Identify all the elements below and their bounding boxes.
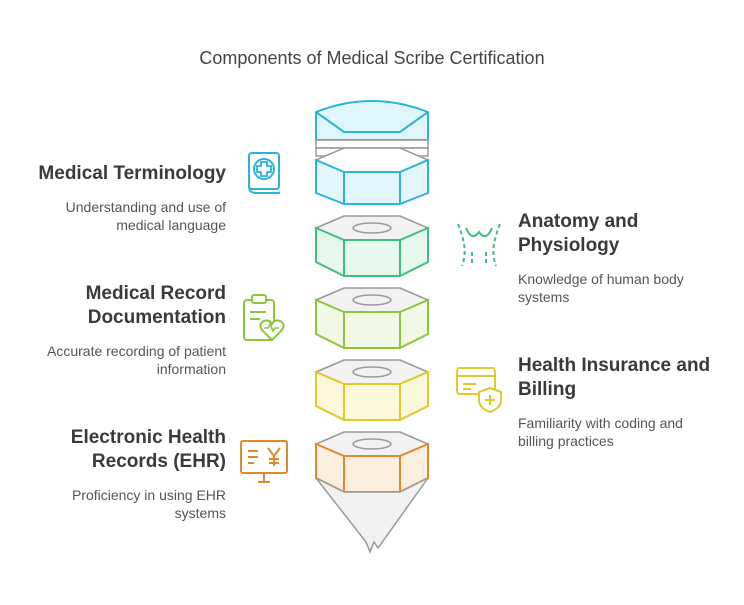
heading-line: Physiology xyxy=(518,234,638,258)
desc-line: Proficiency in using EHR xyxy=(72,486,226,504)
heading-line: Records (EHR) xyxy=(71,450,226,474)
desc-line: systems xyxy=(72,504,226,522)
desc-line: systems xyxy=(518,288,684,306)
heading-line: Anatomy and xyxy=(518,210,638,234)
segment-anatomy-physiology xyxy=(316,216,428,276)
desc-line: Understanding and use of xyxy=(66,198,226,216)
heading-medical-terminology: Medical Terminology xyxy=(38,162,226,186)
desc-line: Familiarity with coding and xyxy=(518,414,683,432)
desc-line: billing practices xyxy=(518,432,683,450)
clipboard-heart-icon xyxy=(240,292,290,344)
heading-line: Medical Record xyxy=(86,282,226,306)
desc-line: Knowledge of human body xyxy=(518,270,684,288)
heading-health-insurance: Health Insurance and Billing xyxy=(518,354,710,402)
heading-line: Billing xyxy=(518,378,710,402)
heading-medical-record: Medical Record Documentation xyxy=(86,282,226,330)
heading-line: Medical Terminology xyxy=(38,162,226,186)
medical-book-icon xyxy=(246,150,284,196)
desc-line: Accurate recording of patient xyxy=(47,342,226,360)
desc-line: information xyxy=(47,360,226,378)
ehr-monitor-icon xyxy=(238,438,290,486)
desc-line: medical language xyxy=(66,216,226,234)
desc-health-insurance: Familiarity with coding and billing prac… xyxy=(518,414,683,450)
heading-line: Health Insurance and xyxy=(518,354,710,378)
heading-ehr: Electronic Health Records (EHR) xyxy=(71,426,226,474)
heading-line: Documentation xyxy=(86,306,226,330)
segment-medical-terminology xyxy=(316,148,428,204)
desc-ehr: Proficiency in using EHR systems xyxy=(72,486,226,522)
desc-medical-terminology: Understanding and use of medical languag… xyxy=(66,198,226,234)
segment-medical-record xyxy=(316,288,428,348)
human-torso-icon xyxy=(454,220,504,270)
desc-anatomy-physiology: Knowledge of human body systems xyxy=(518,270,684,306)
heading-line: Electronic Health xyxy=(71,426,226,450)
heading-anatomy-physiology: Anatomy and Physiology xyxy=(518,210,638,258)
insurance-card-shield-icon xyxy=(454,364,504,414)
desc-medical-record: Accurate recording of patient informatio… xyxy=(47,342,226,378)
segment-ehr xyxy=(316,432,428,492)
segment-health-insurance xyxy=(316,360,428,420)
